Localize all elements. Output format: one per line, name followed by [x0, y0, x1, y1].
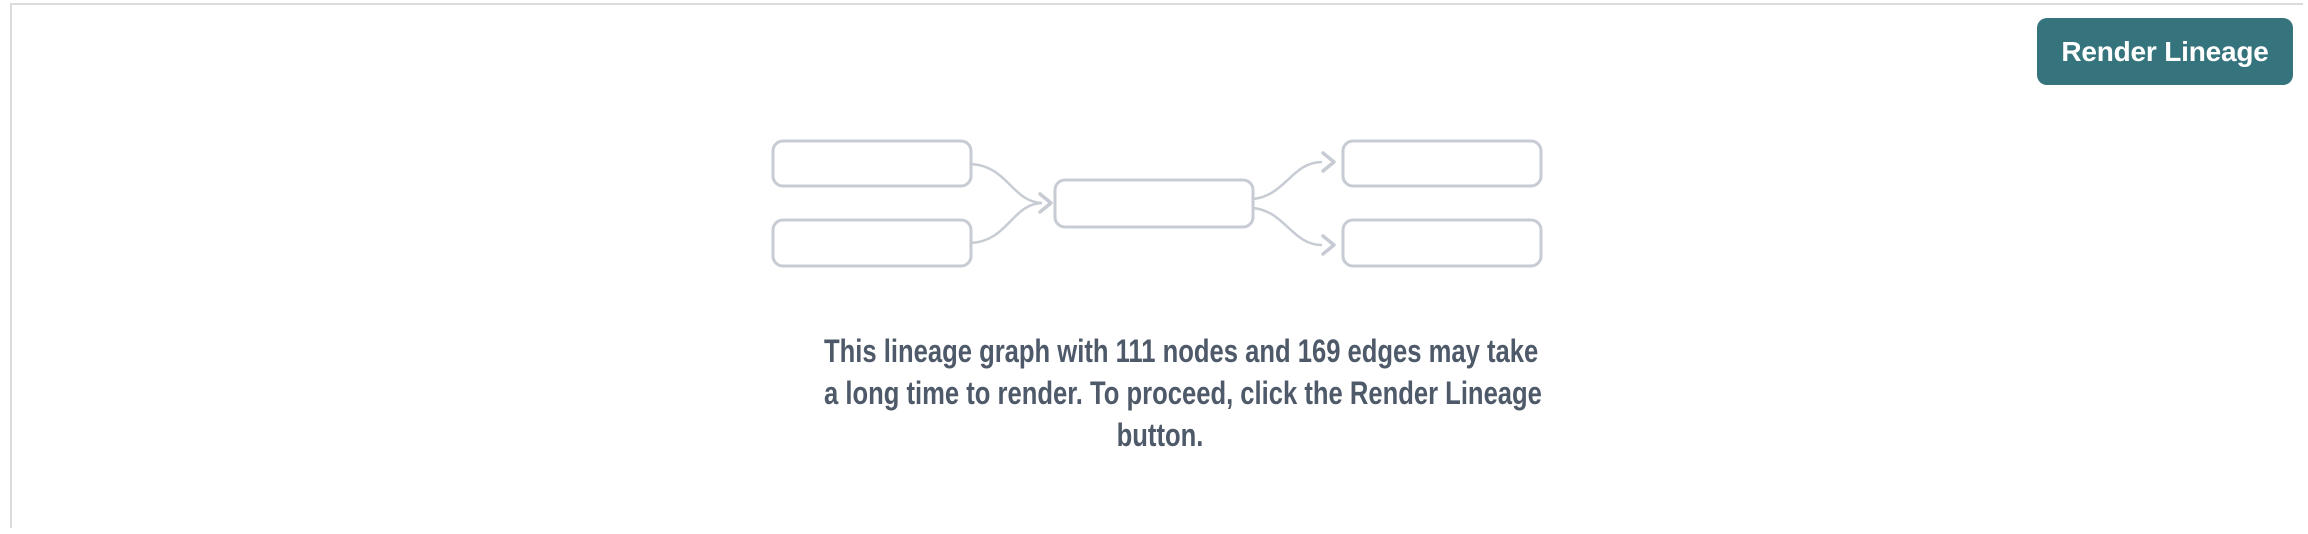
message-line: a long time to render. To proceed, click…	[824, 375, 1542, 411]
placeholder-node-right-top	[1341, 139, 1543, 188]
edge-arrowhead-icon	[1321, 234, 1336, 256]
graph-edge-left-upper	[970, 162, 1043, 205]
graph-edge-right-upper	[1252, 160, 1323, 201]
edge-arrowhead-icon	[1321, 151, 1336, 173]
placeholder-node-left-top	[771, 139, 973, 188]
panel-top-border	[10, 3, 2303, 5]
placeholder-node-middle	[1053, 178, 1255, 229]
lineage-graph-illustration	[771, 139, 1543, 268]
message-line: This lineage graph with 111 nodes and 16…	[824, 333, 1539, 369]
graph-edge-right-lower	[1252, 206, 1323, 247]
render-warning-message: This lineage graph with 111 nodes and 16…	[824, 330, 1542, 456]
panel-left-border	[10, 3, 12, 528]
placeholder-node-right-bottom	[1341, 218, 1543, 268]
message-line: button.	[1116, 417, 1204, 453]
edge-arrowhead-icon	[1038, 192, 1053, 214]
render-lineage-button[interactable]: Render Lineage	[2037, 18, 2293, 85]
placeholder-node-left-bottom	[771, 218, 973, 268]
graph-edge-left-lower	[970, 201, 1043, 245]
